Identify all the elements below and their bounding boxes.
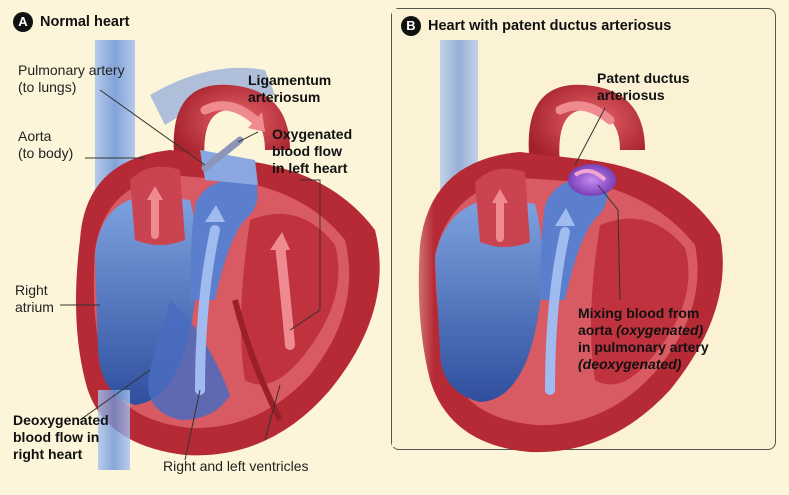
label-ventricles: Right and left ventricles xyxy=(163,458,309,474)
leaders-b xyxy=(574,107,621,301)
panel-b-title: Heart with patent ductus arteriosus xyxy=(428,18,672,34)
label-mixing-blood: Mixing blood from aorta (oxygenated) in … xyxy=(578,305,709,372)
leaders-a xyxy=(60,89,321,461)
panel-b-badge: B xyxy=(401,16,421,36)
panel-a-title: Normal heart xyxy=(40,14,130,30)
label-ligamentum-arteriosum: Ligamentum arteriosum xyxy=(248,72,332,105)
label-patent-ductus: Patent ductus arteriosus xyxy=(597,70,690,103)
label-deoxygenated-flow: Deoxygenated blood flow in right heart xyxy=(13,412,109,462)
panel-a-badge: A xyxy=(13,12,33,32)
label-aorta: Aorta (to body) xyxy=(18,128,74,161)
label-oxygenated-flow: Oxygenated blood flow in left heart xyxy=(272,126,353,176)
heart-b xyxy=(392,9,723,453)
label-pulmonary-artery: Pulmonary artery (to lungs) xyxy=(18,62,125,95)
heart-a xyxy=(76,40,380,470)
label-right-atrium: Right atrium xyxy=(15,282,54,315)
